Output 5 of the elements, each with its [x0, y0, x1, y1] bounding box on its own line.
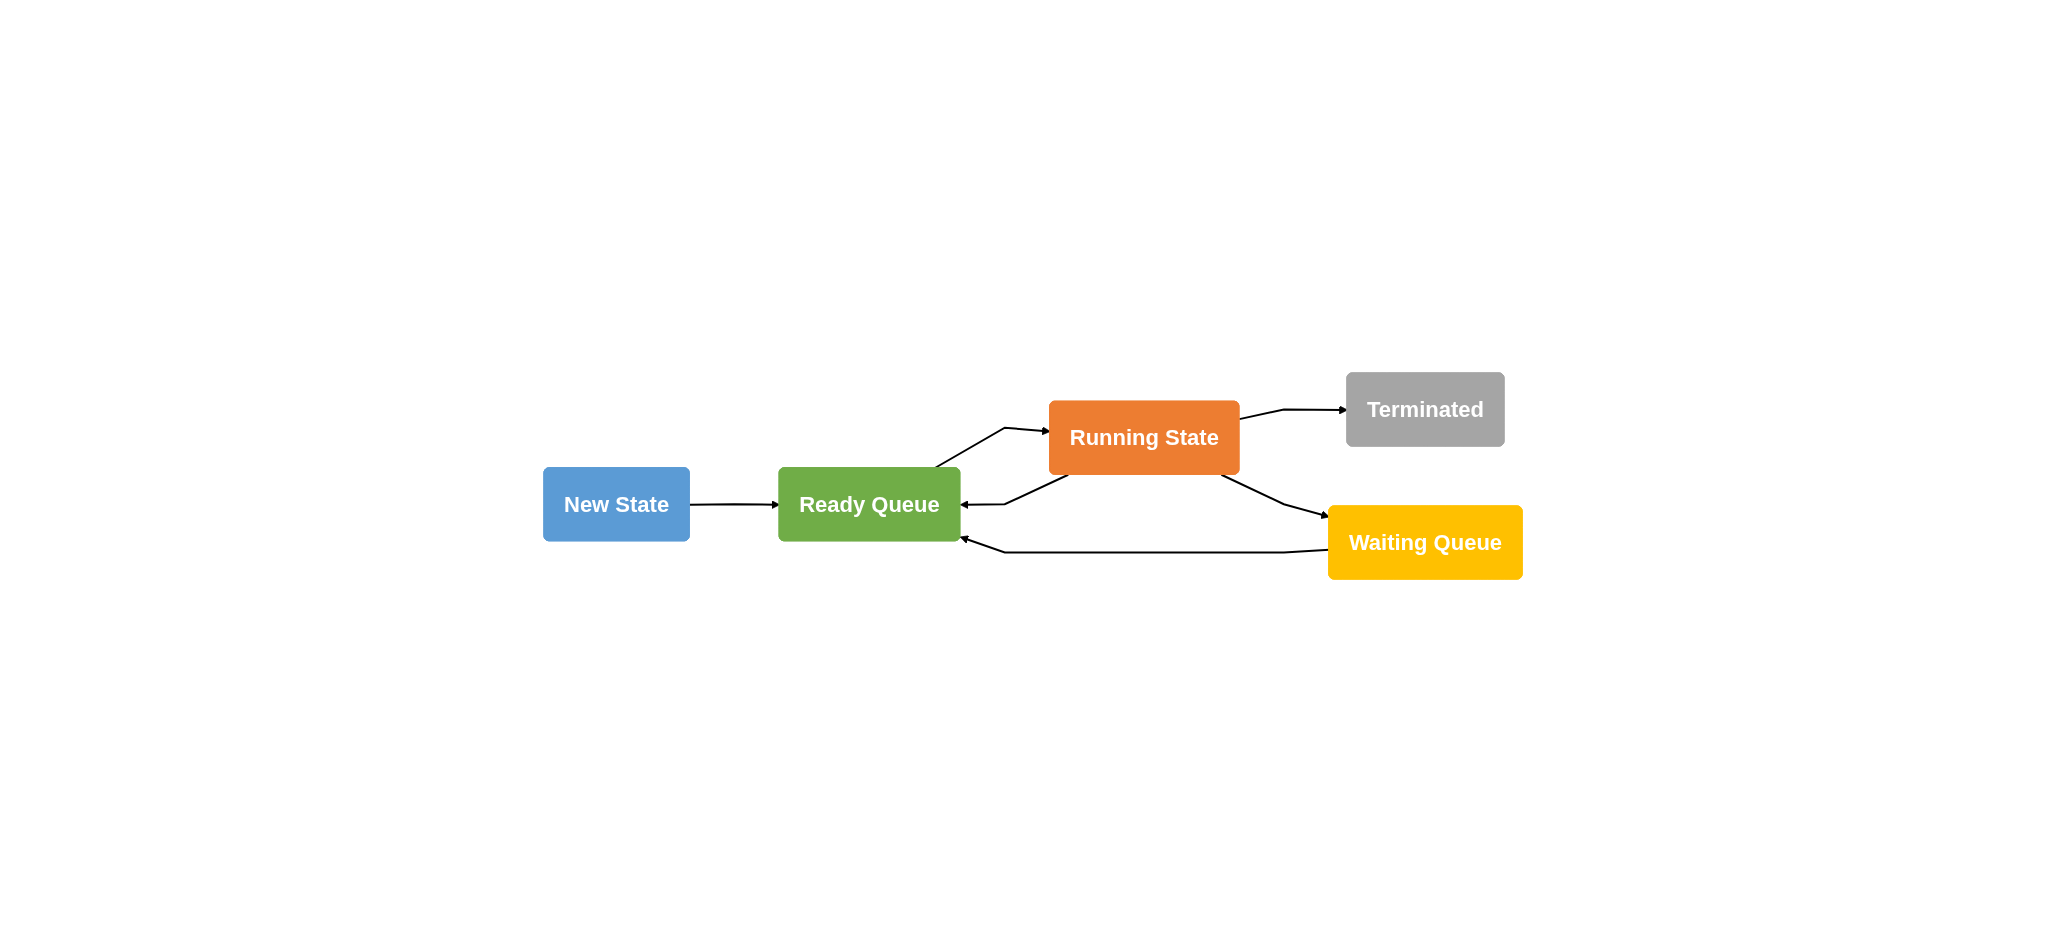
arrow [1220, 473, 1330, 519]
arrow [688, 499, 780, 509]
arrow [959, 473, 1070, 509]
arrow [933, 425, 1051, 469]
arrow [1238, 405, 1348, 420]
